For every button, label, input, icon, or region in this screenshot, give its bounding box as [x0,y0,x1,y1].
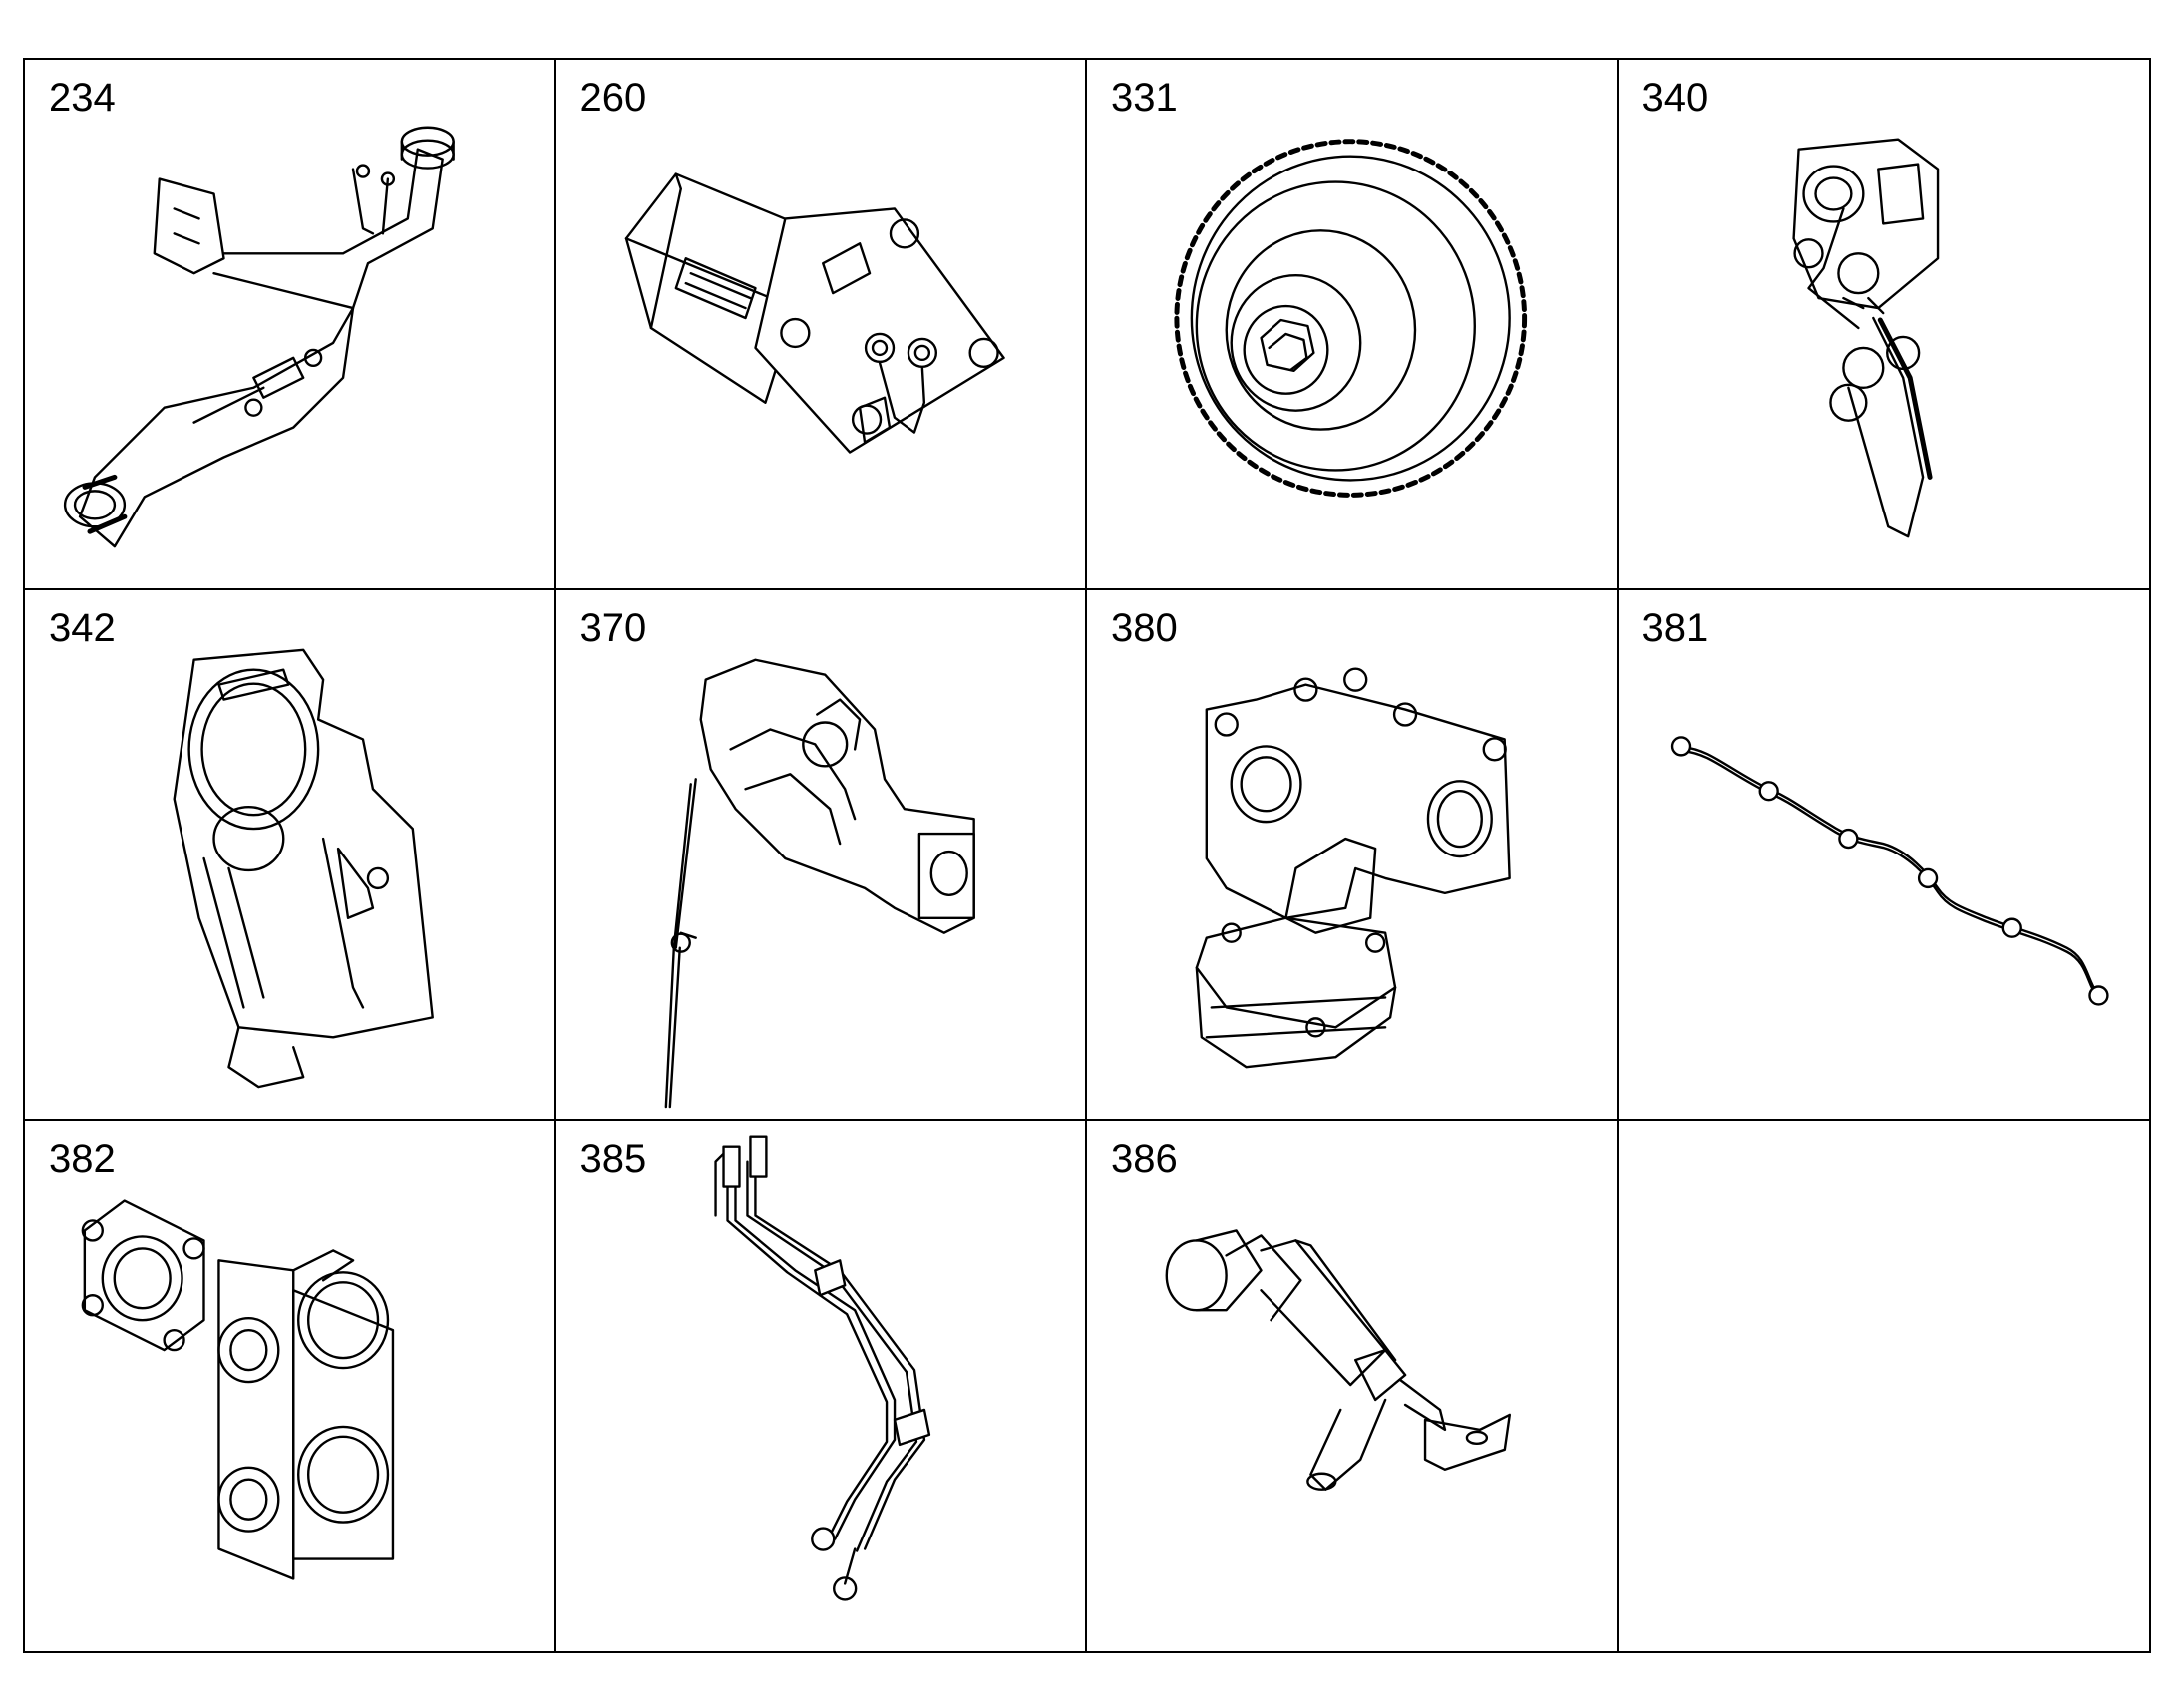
part-number: 342 [49,606,116,650]
wiring-harness-icon [1670,736,2109,1006]
part-cell-380[interactable]: 380 [1087,590,1619,1121]
part-number: 382 [49,1137,116,1181]
belt-cover-icon [173,648,434,1089]
part-cell-385[interactable]: 385 [556,1121,1087,1651]
part-number: 370 [579,606,647,650]
fuel-lines-icon [713,1135,930,1601]
part-cell-331[interactable]: 331 [1087,60,1619,590]
part-number: 340 [1641,76,1709,120]
part-number: 234 [49,76,116,120]
part-number: 386 [1111,1137,1178,1181]
part-number: 260 [579,76,647,120]
part-number: 385 [579,1137,647,1181]
part-cell-340[interactable]: 340 [1618,60,2149,590]
part-number: 331 [1111,76,1178,120]
mounting-bracket-icon [624,172,1005,454]
part-cell-386[interactable]: 386 [1087,1121,1619,1651]
part-cell-260[interactable]: 260 [555,60,1087,590]
gear-icon [1174,139,1528,498]
flange-pipes-icon [81,1199,395,1580]
part-cell-342[interactable]: 342 [25,590,556,1121]
water-pump-housing-icon [664,658,975,1109]
intake-pipe-icon [63,126,455,548]
part-cell-234[interactable]: 234 [25,60,556,590]
thermostat-housing-icon [1195,667,1511,1069]
part-number: 381 [1641,606,1709,650]
drain-valve-icon [1165,1229,1511,1491]
empty-cell [1619,1121,2150,1651]
part-number: 380 [1111,606,1178,650]
belt-drive-icon [1791,138,1939,538]
parts-grid: 234 260 [23,58,2151,1653]
part-cell-382[interactable]: 382 [25,1121,556,1651]
part-cell-370[interactable]: 370 [555,590,1087,1121]
part-cell-381[interactable]: 381 [1618,590,2149,1121]
